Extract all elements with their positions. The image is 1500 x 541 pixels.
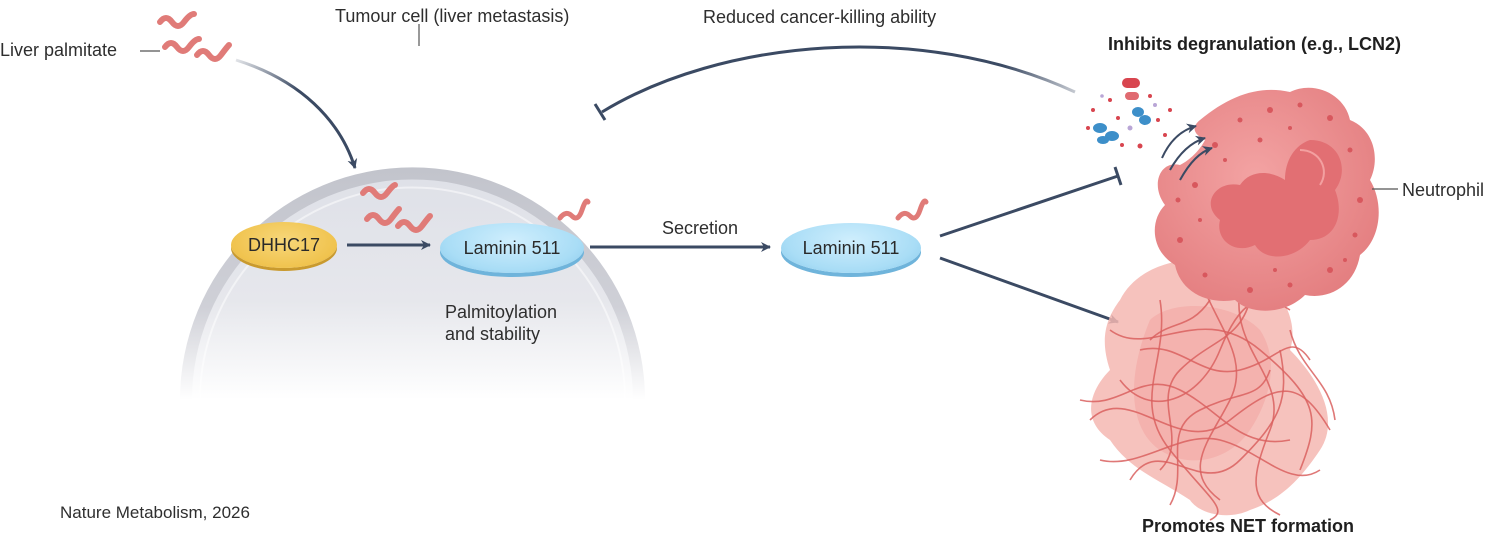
laminin-511-node: Laminin 511 (440, 223, 584, 273)
net-structure (1079, 260, 1336, 521)
secretion-label: Secretion (662, 218, 739, 238)
inhibits-degranulation-label: Inhibits degranulation (e.g., LCN2) (1108, 34, 1402, 54)
palmitate-icon (157, 11, 232, 62)
tumour-cell (179, 167, 645, 401)
neutrophil-cell (1154, 87, 1379, 311)
reduced-killing-label: Reduced cancer-killing ability (703, 7, 937, 27)
secreted-laminin-palmitate-tail (895, 198, 929, 221)
granule-particles (1086, 78, 1172, 149)
palmitate-inside-icon (360, 182, 433, 233)
palmitate-uptake-arrow (235, 58, 358, 169)
liver-palmitate-label: Liver palmitate (0, 40, 118, 60)
inhibits-degranulation-line (939, 174, 1119, 238)
promotes-net-arrow (939, 256, 1119, 324)
laminin-palmitate-tail (557, 198, 591, 221)
inhibition-bar-neutrophil (1113, 166, 1123, 186)
neutrophil-label: Neutrophil (1402, 180, 1485, 200)
degranulation-arrows (1161, 123, 1213, 181)
palmitoylation-label-line1: Palmitoylation (445, 302, 558, 322)
inhibition-bar-tumour (593, 103, 607, 121)
reduced-killing-inhibition-arc (601, 45, 1076, 114)
tumour-cell-label: Tumour cell (liver metastasis) (335, 6, 570, 26)
palmitoylation-label-line2: and stability (445, 324, 541, 344)
citation-label: Nature Metabolism, 2026 (60, 503, 250, 522)
dhhc17-node: DHHC17 (231, 222, 337, 268)
secreted-laminin-511-node: Laminin 511 (781, 223, 921, 273)
promotes-net-label: Promotes NET formation (1142, 516, 1355, 536)
